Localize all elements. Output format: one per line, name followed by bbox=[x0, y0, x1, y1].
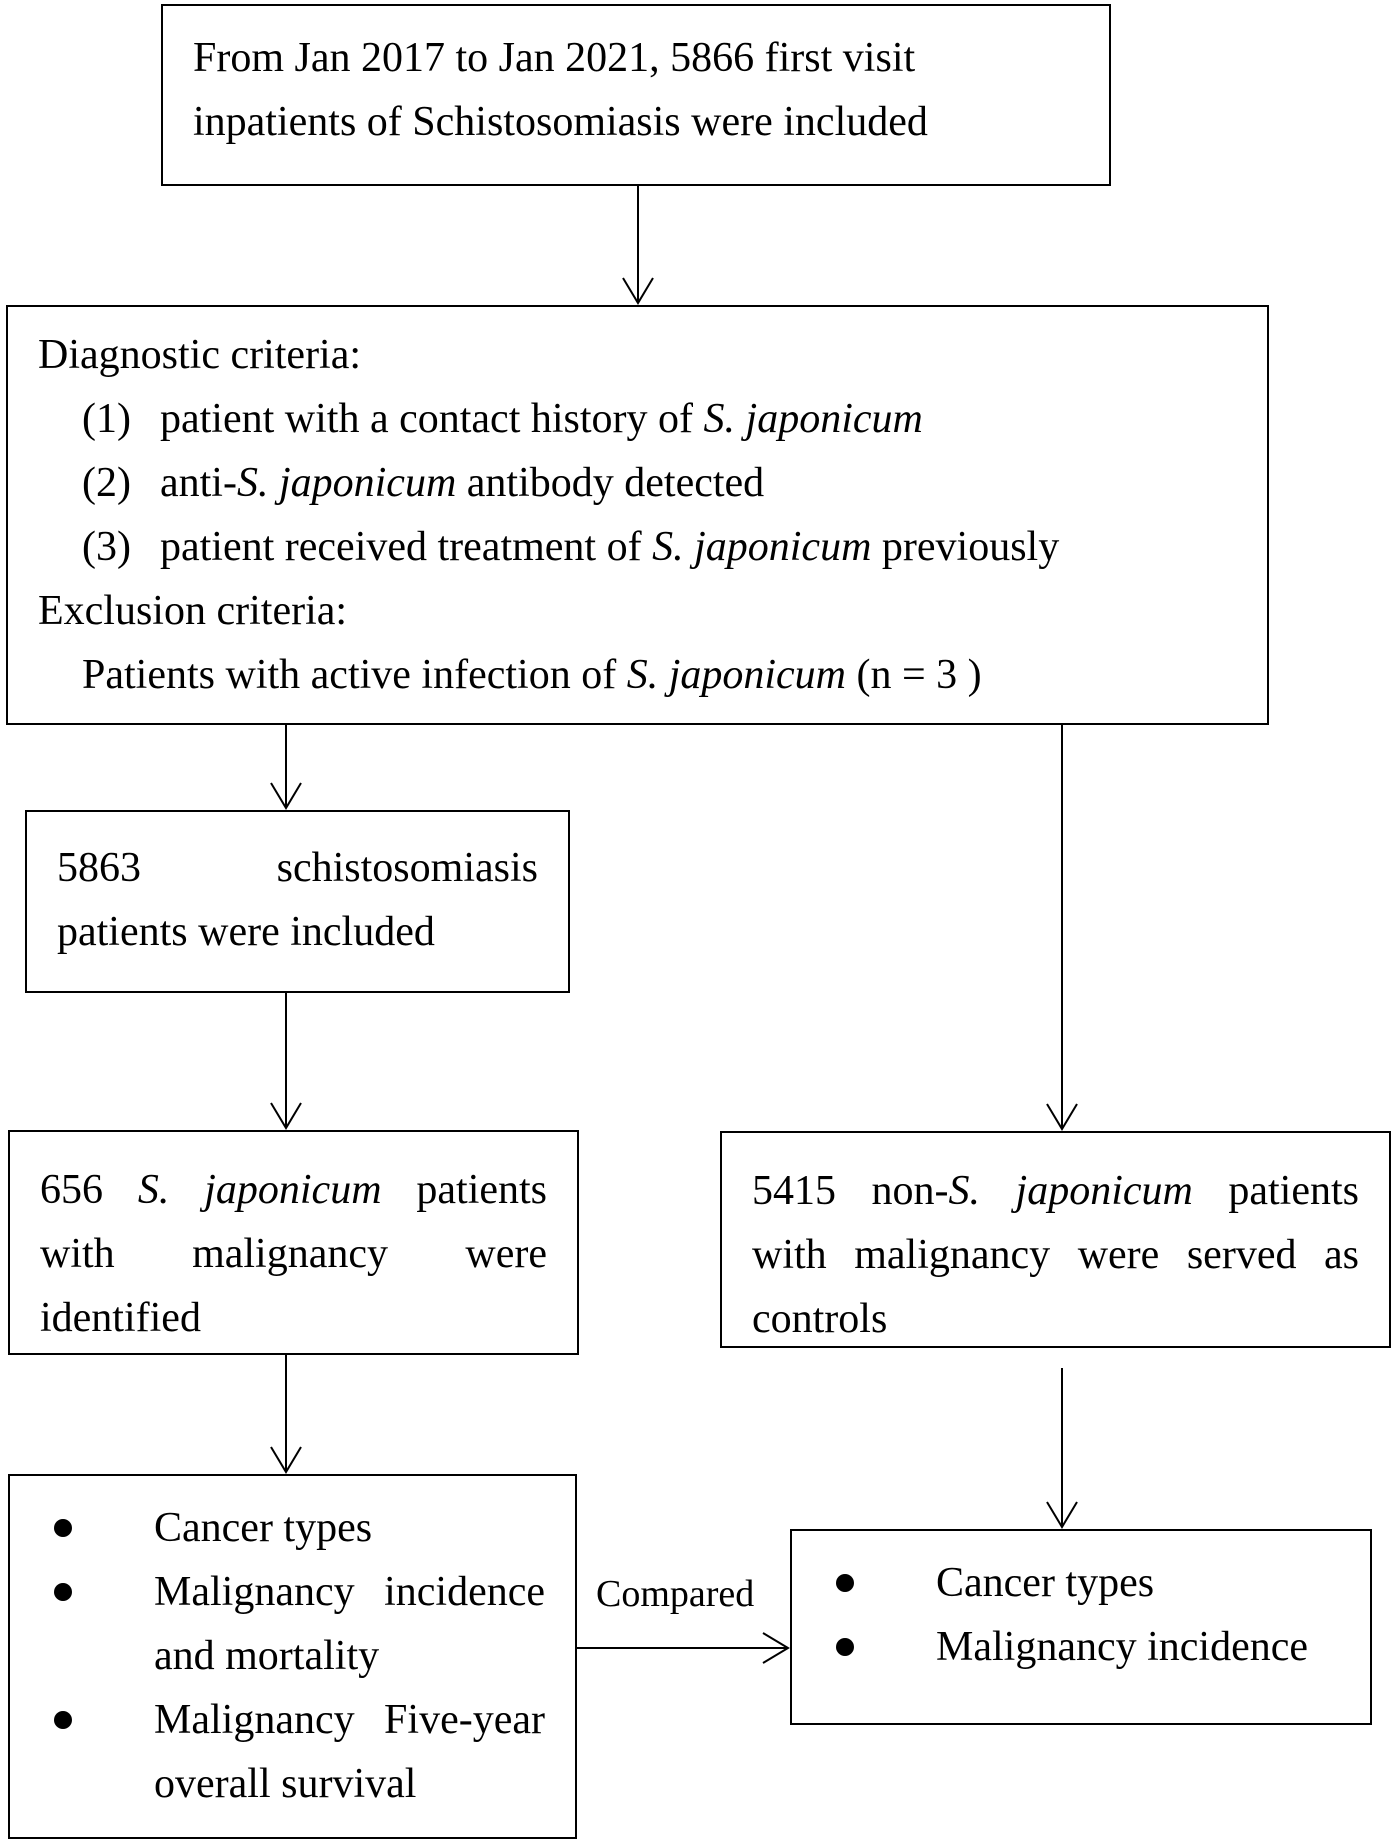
exclusion-criteria-title: Exclusion criteria: bbox=[38, 588, 348, 634]
start-line-1: From Jan 2017 to Jan 2021, 5866 first vi… bbox=[193, 35, 916, 81]
included-patients-box: 5863 schistosomiasis patients were inclu… bbox=[25, 810, 570, 993]
start-line-2: inpatients of Schistosomiasis were inclu… bbox=[193, 99, 928, 145]
outcome-right-2: Malignancy incidence bbox=[822, 1615, 1340, 1679]
control-patients-box: 5415 non-S. japonicum patients with mali… bbox=[720, 1131, 1391, 1348]
malignancy-line-1: 656 S. japonicum patients bbox=[40, 1167, 548, 1213]
included-line-1: 5863 schistosomiasis bbox=[57, 845, 538, 891]
controls-line-2: with malignancy were served as bbox=[752, 1232, 1359, 1278]
bullet-icon bbox=[54, 1711, 72, 1729]
compared-label: Compared bbox=[596, 1573, 755, 1615]
diagnostic-criteria-title: Diagnostic criteria: bbox=[38, 332, 362, 378]
outcome-right-1: Cancer types bbox=[822, 1551, 1340, 1615]
malignancy-patients-box: 656 S. japonicum patients with malignanc… bbox=[8, 1130, 579, 1355]
exclusion-criterion: Patients with active infection of S. jap… bbox=[82, 652, 982, 698]
bullet-icon bbox=[54, 1519, 72, 1537]
bullet-icon bbox=[54, 1583, 72, 1601]
included-line-2: patients were included bbox=[57, 909, 435, 955]
bullet-icon bbox=[836, 1638, 854, 1656]
controls-line-3: controls bbox=[752, 1296, 888, 1342]
criterion-3: (3)patient received treatment of S. japo… bbox=[82, 524, 1060, 570]
criterion-1: (1)patient with a contact history of S. … bbox=[82, 396, 923, 442]
outcome-left-1: Cancer types bbox=[40, 1496, 545, 1560]
bullet-icon bbox=[836, 1574, 854, 1592]
start-population-box: From Jan 2017 to Jan 2021, 5866 first vi… bbox=[161, 4, 1111, 186]
criteria-box: Diagnostic criteria: (1)patient with a c… bbox=[6, 305, 1269, 725]
outcomes-right-box: Cancer types Malignancy incidence bbox=[790, 1529, 1372, 1725]
malignancy-line-2: with malignancy were bbox=[40, 1231, 547, 1277]
controls-line-1: 5415 non-S. japonicum patients bbox=[752, 1168, 1359, 1214]
criterion-2: (2)anti-S. japonicum antibody detected bbox=[82, 460, 765, 506]
malignancy-line-3: identified bbox=[40, 1295, 201, 1341]
